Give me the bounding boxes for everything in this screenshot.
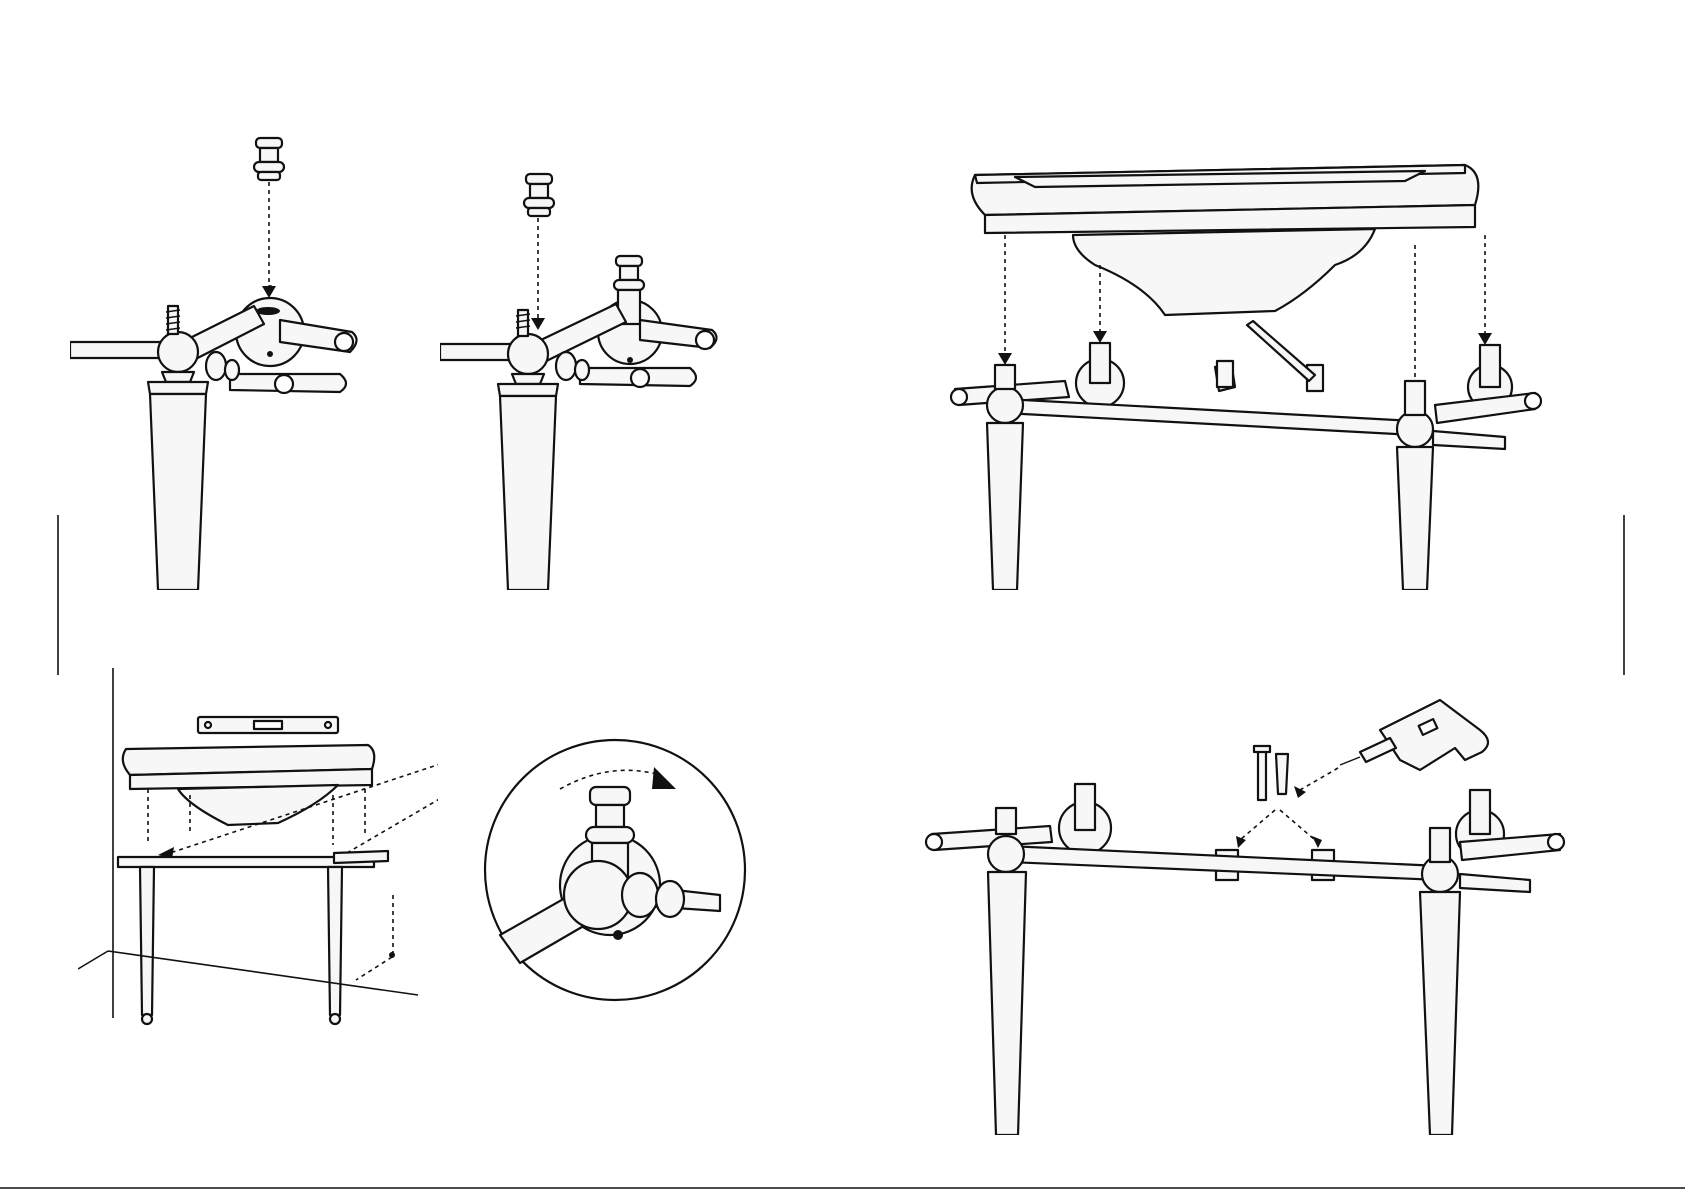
screw-icon	[1254, 746, 1270, 800]
left-leg	[987, 423, 1023, 590]
step-cap-on-stud	[440, 160, 740, 590]
step-insert-cap-left	[70, 120, 400, 590]
threaded-stud-icon	[166, 306, 180, 334]
side-rail	[70, 342, 165, 358]
step-drill-and-anchor	[920, 690, 1580, 1135]
leg-collar	[162, 372, 194, 382]
right-leg	[1397, 447, 1433, 590]
cap-fitting-icon	[524, 174, 554, 216]
right-leg	[328, 867, 342, 1015]
pencil-icon	[1247, 321, 1315, 381]
cap-fitting-icon	[254, 138, 284, 180]
basin-icon	[123, 745, 374, 825]
step-lower-basin	[945, 155, 1545, 590]
right-leg	[1420, 892, 1460, 1135]
wall-plug-icon	[1276, 754, 1288, 794]
corner-joint	[508, 334, 548, 374]
tapered-leg	[150, 394, 206, 590]
left-leg	[140, 867, 154, 1015]
insert-arrow-head	[531, 318, 545, 330]
electric-drill-icon	[1340, 700, 1488, 770]
basin-icon	[972, 165, 1479, 315]
threaded-stud-icon	[516, 310, 530, 336]
front-rail	[1005, 399, 1415, 435]
step-rotate-fitting-detail	[480, 735, 750, 1005]
left-leg	[988, 872, 1026, 1135]
mounting-bracket-icon	[1215, 361, 1235, 391]
spirit-level-icon	[198, 717, 338, 733]
side-rail	[440, 344, 515, 360]
tapered-leg	[500, 396, 556, 590]
corner-joint	[158, 332, 198, 372]
step-level-basin-on-wall	[78, 705, 438, 1115]
